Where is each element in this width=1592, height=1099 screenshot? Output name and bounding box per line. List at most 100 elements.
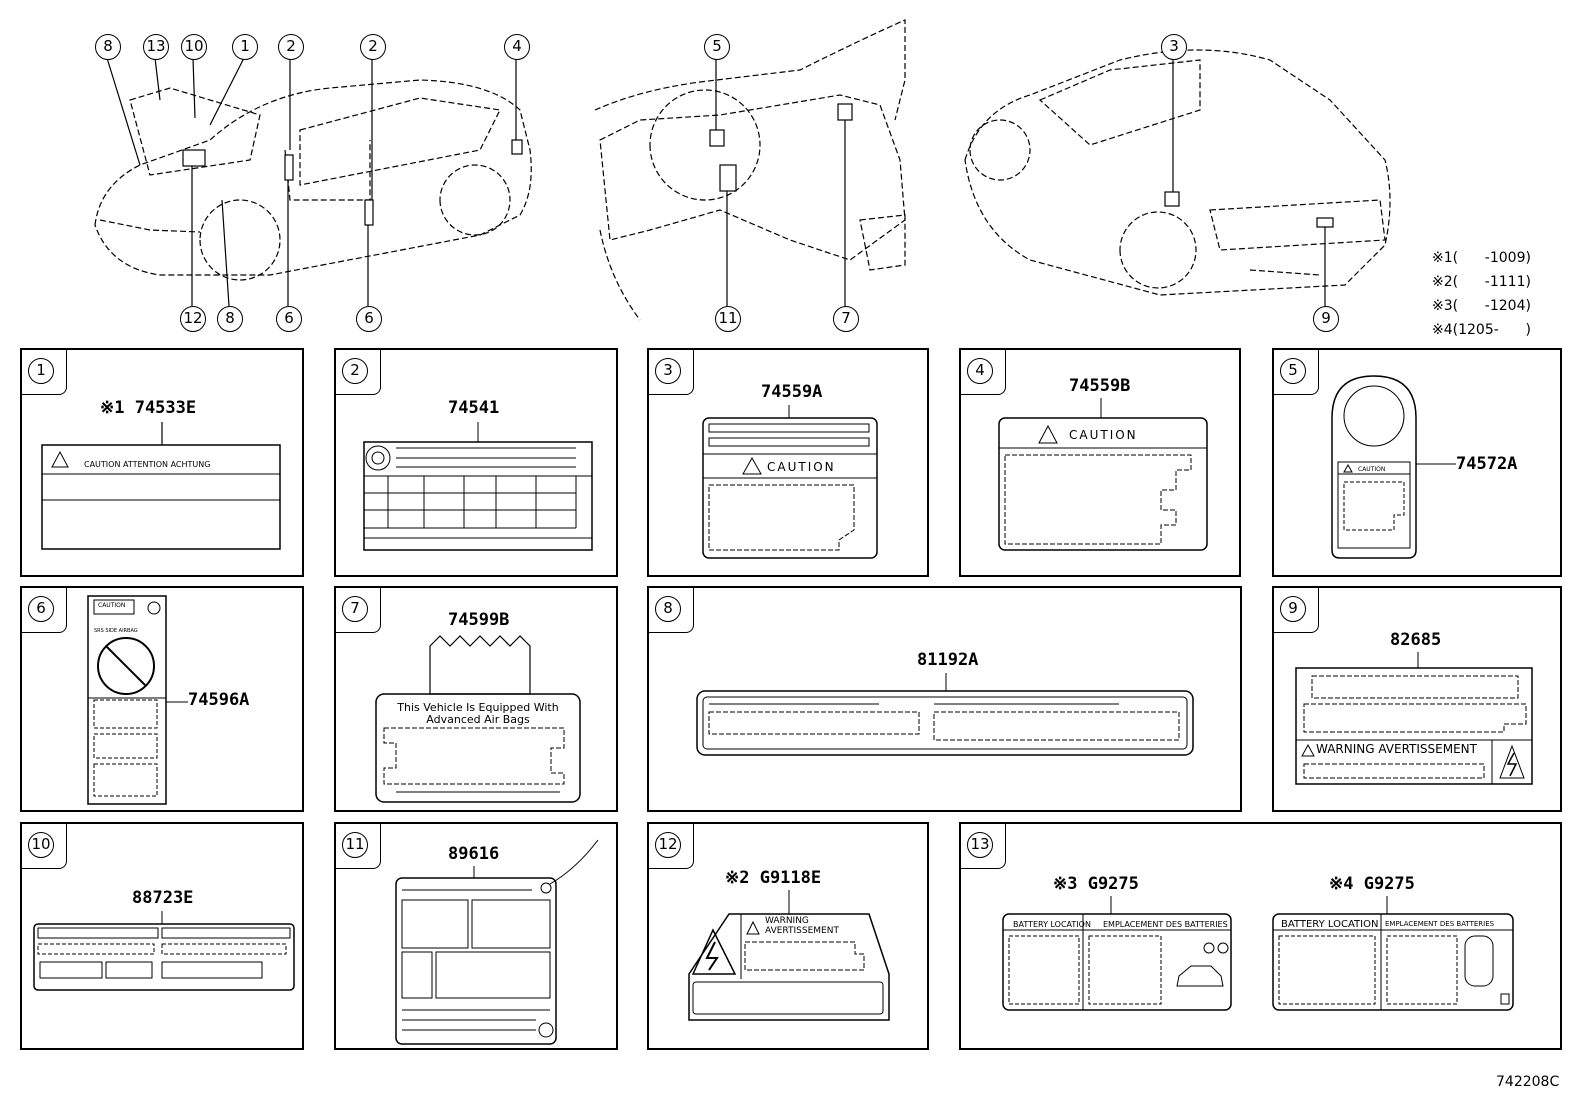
label-drawing — [702, 405, 878, 559]
label-left-b: BATTERY LOCATION — [1281, 919, 1379, 930]
panel-number: 1 — [28, 358, 54, 384]
warning-triangle-icon — [1038, 424, 1058, 444]
panel-4: 4 74559B CAUTION — [959, 348, 1241, 577]
label-caption: CAUTION — [767, 460, 836, 474]
label-caption: CAUTION — [98, 602, 126, 609]
callout-2b: 2 — [360, 34, 386, 60]
callout-13: 13 — [143, 34, 169, 60]
part-number: 74559A — [761, 382, 823, 402]
panel-2: 2 74541 — [334, 348, 618, 577]
label-right-a: EMPLACEMENT DES BATTERIES — [1103, 920, 1228, 929]
callout-6a: 6 — [276, 306, 302, 332]
panel-number: 3 — [655, 358, 681, 384]
panel-6: 6 74596A CAUTION SRS SIDE AIRBAG — [20, 586, 304, 812]
panel-number: 12 — [655, 832, 681, 858]
warning-triangle-icon — [51, 450, 69, 468]
label-caption: This Vehicle Is Equipped With Advanced A… — [376, 702, 580, 726]
no-child-seat-icon — [97, 637, 155, 695]
part-number: ※1 74533E — [100, 398, 197, 418]
label-caption: WARNING AVERTISSEMENT — [765, 916, 839, 936]
warning-triangle-icon — [1301, 743, 1315, 757]
panel-number: 11 — [342, 832, 368, 858]
lightning-bolt-icon — [1499, 744, 1525, 779]
panel-13: 13 ※3 G9275 ※4 G9275 BATTERY LOCATION EM… — [959, 822, 1562, 1050]
panel-number: 4 — [967, 358, 993, 384]
lightning-bolt-icon — [691, 928, 737, 975]
callout-4: 4 — [504, 34, 530, 60]
panel-3: 3 74559A CAUTION — [647, 348, 929, 577]
note-1: ※1( -1009) — [1432, 250, 1531, 266]
warning-triangle-icon — [746, 920, 760, 935]
callout-9: 9 — [1313, 306, 1339, 332]
diagram-code: 742208C — [1496, 1074, 1560, 1090]
callout-2a: 2 — [278, 34, 304, 60]
part-number: 82685 — [1390, 630, 1442, 650]
panel-1: 1 ※1 74533E CAUTION ATTENTION ACHTUNG — [20, 348, 304, 577]
note-2: ※2( -1111) — [1432, 274, 1531, 290]
panel-10: 10 88723E — [20, 822, 304, 1050]
label-drawing — [1331, 375, 1456, 559]
label-drawing — [41, 422, 281, 550]
callout-8b: 8 — [217, 306, 243, 332]
label-right-b: EMPLACEMENT DES BATTERIES — [1385, 920, 1495, 928]
part-number: ※2 G9118E — [725, 868, 822, 888]
label-caption: CAUTION — [1069, 428, 1138, 442]
part-number: 88723E — [132, 888, 194, 908]
label-drawing — [696, 673, 1194, 756]
part-number-b: ※4 G9275 — [1329, 874, 1415, 894]
note-3: ※3( -1204) — [1432, 298, 1531, 314]
part-number: 81192A — [917, 650, 979, 670]
label-drawing — [998, 398, 1208, 551]
label-drawing — [1002, 896, 1514, 1011]
part-number: 74541 — [448, 398, 500, 418]
callout-3: 3 — [1161, 34, 1187, 60]
callout-6b: 6 — [356, 306, 382, 332]
label-left-a: BATTERY LOCATION — [1013, 920, 1091, 929]
label-subcaption: SRS SIDE AIRBAG — [94, 628, 138, 634]
panel-number: 13 — [967, 832, 993, 858]
callout-7: 7 — [833, 306, 859, 332]
callout-12: 12 — [180, 306, 206, 332]
part-number: 74596A — [188, 690, 250, 710]
label-drawing — [1295, 652, 1533, 785]
label-caption: CAUTION — [1358, 466, 1386, 473]
label-drawing — [363, 422, 593, 551]
panel-number: 10 — [28, 832, 54, 858]
panel-8: 8 81192A — [647, 586, 1242, 812]
label-caption: WARNING AVERTISSEMENT — [1316, 742, 1477, 756]
panel-number: 5 — [1280, 358, 1306, 384]
part-number: 74559B — [1069, 376, 1131, 396]
panel-11: 11 89616 — [334, 822, 618, 1050]
warning-triangle-icon — [742, 456, 762, 475]
panel-number: 9 — [1280, 596, 1306, 622]
label-drawing — [688, 890, 890, 1021]
label-line-2: AVERTISSEMENT — [765, 926, 839, 936]
callout-5: 5 — [704, 34, 730, 60]
part-number: 89616 — [448, 844, 500, 864]
callout-11: 11 — [715, 306, 741, 332]
panel-12: 12 ※2 G9118E WARNING AVERTISSEMENT — [647, 822, 929, 1050]
tire-icon — [365, 445, 391, 471]
vehicle-illustrations — [94, 19, 1391, 321]
label-line-1: This Vehicle Is Equipped With — [397, 701, 559, 714]
panel-5: 5 74572A CAUTION — [1272, 348, 1562, 577]
label-line-2: Advanced Air Bags — [426, 713, 530, 726]
label-drawing — [33, 911, 295, 991]
part-number-a: ※3 G9275 — [1053, 874, 1139, 894]
part-number: 74599B — [448, 610, 510, 630]
panel-7: 7 74599B This Vehicle Is Equipped With A… — [334, 586, 618, 812]
panel-number: 8 — [655, 596, 681, 622]
panel-number: 7 — [342, 596, 368, 622]
label-drawing — [375, 635, 581, 803]
label-drawing — [87, 595, 188, 805]
car-icon — [1176, 942, 1229, 987]
note-4: ※4(1205- ) — [1432, 322, 1531, 338]
panel-number: 6 — [28, 596, 54, 622]
callout-8: 8 — [95, 34, 121, 60]
label-line-1: WARNING — [765, 916, 809, 926]
label-drawing — [395, 839, 599, 1045]
callout-1: 1 — [232, 34, 258, 60]
label-caption: CAUTION ATTENTION ACHTUNG — [84, 460, 211, 469]
part-number: 74572A — [1456, 454, 1518, 474]
panel-number: 2 — [342, 358, 368, 384]
